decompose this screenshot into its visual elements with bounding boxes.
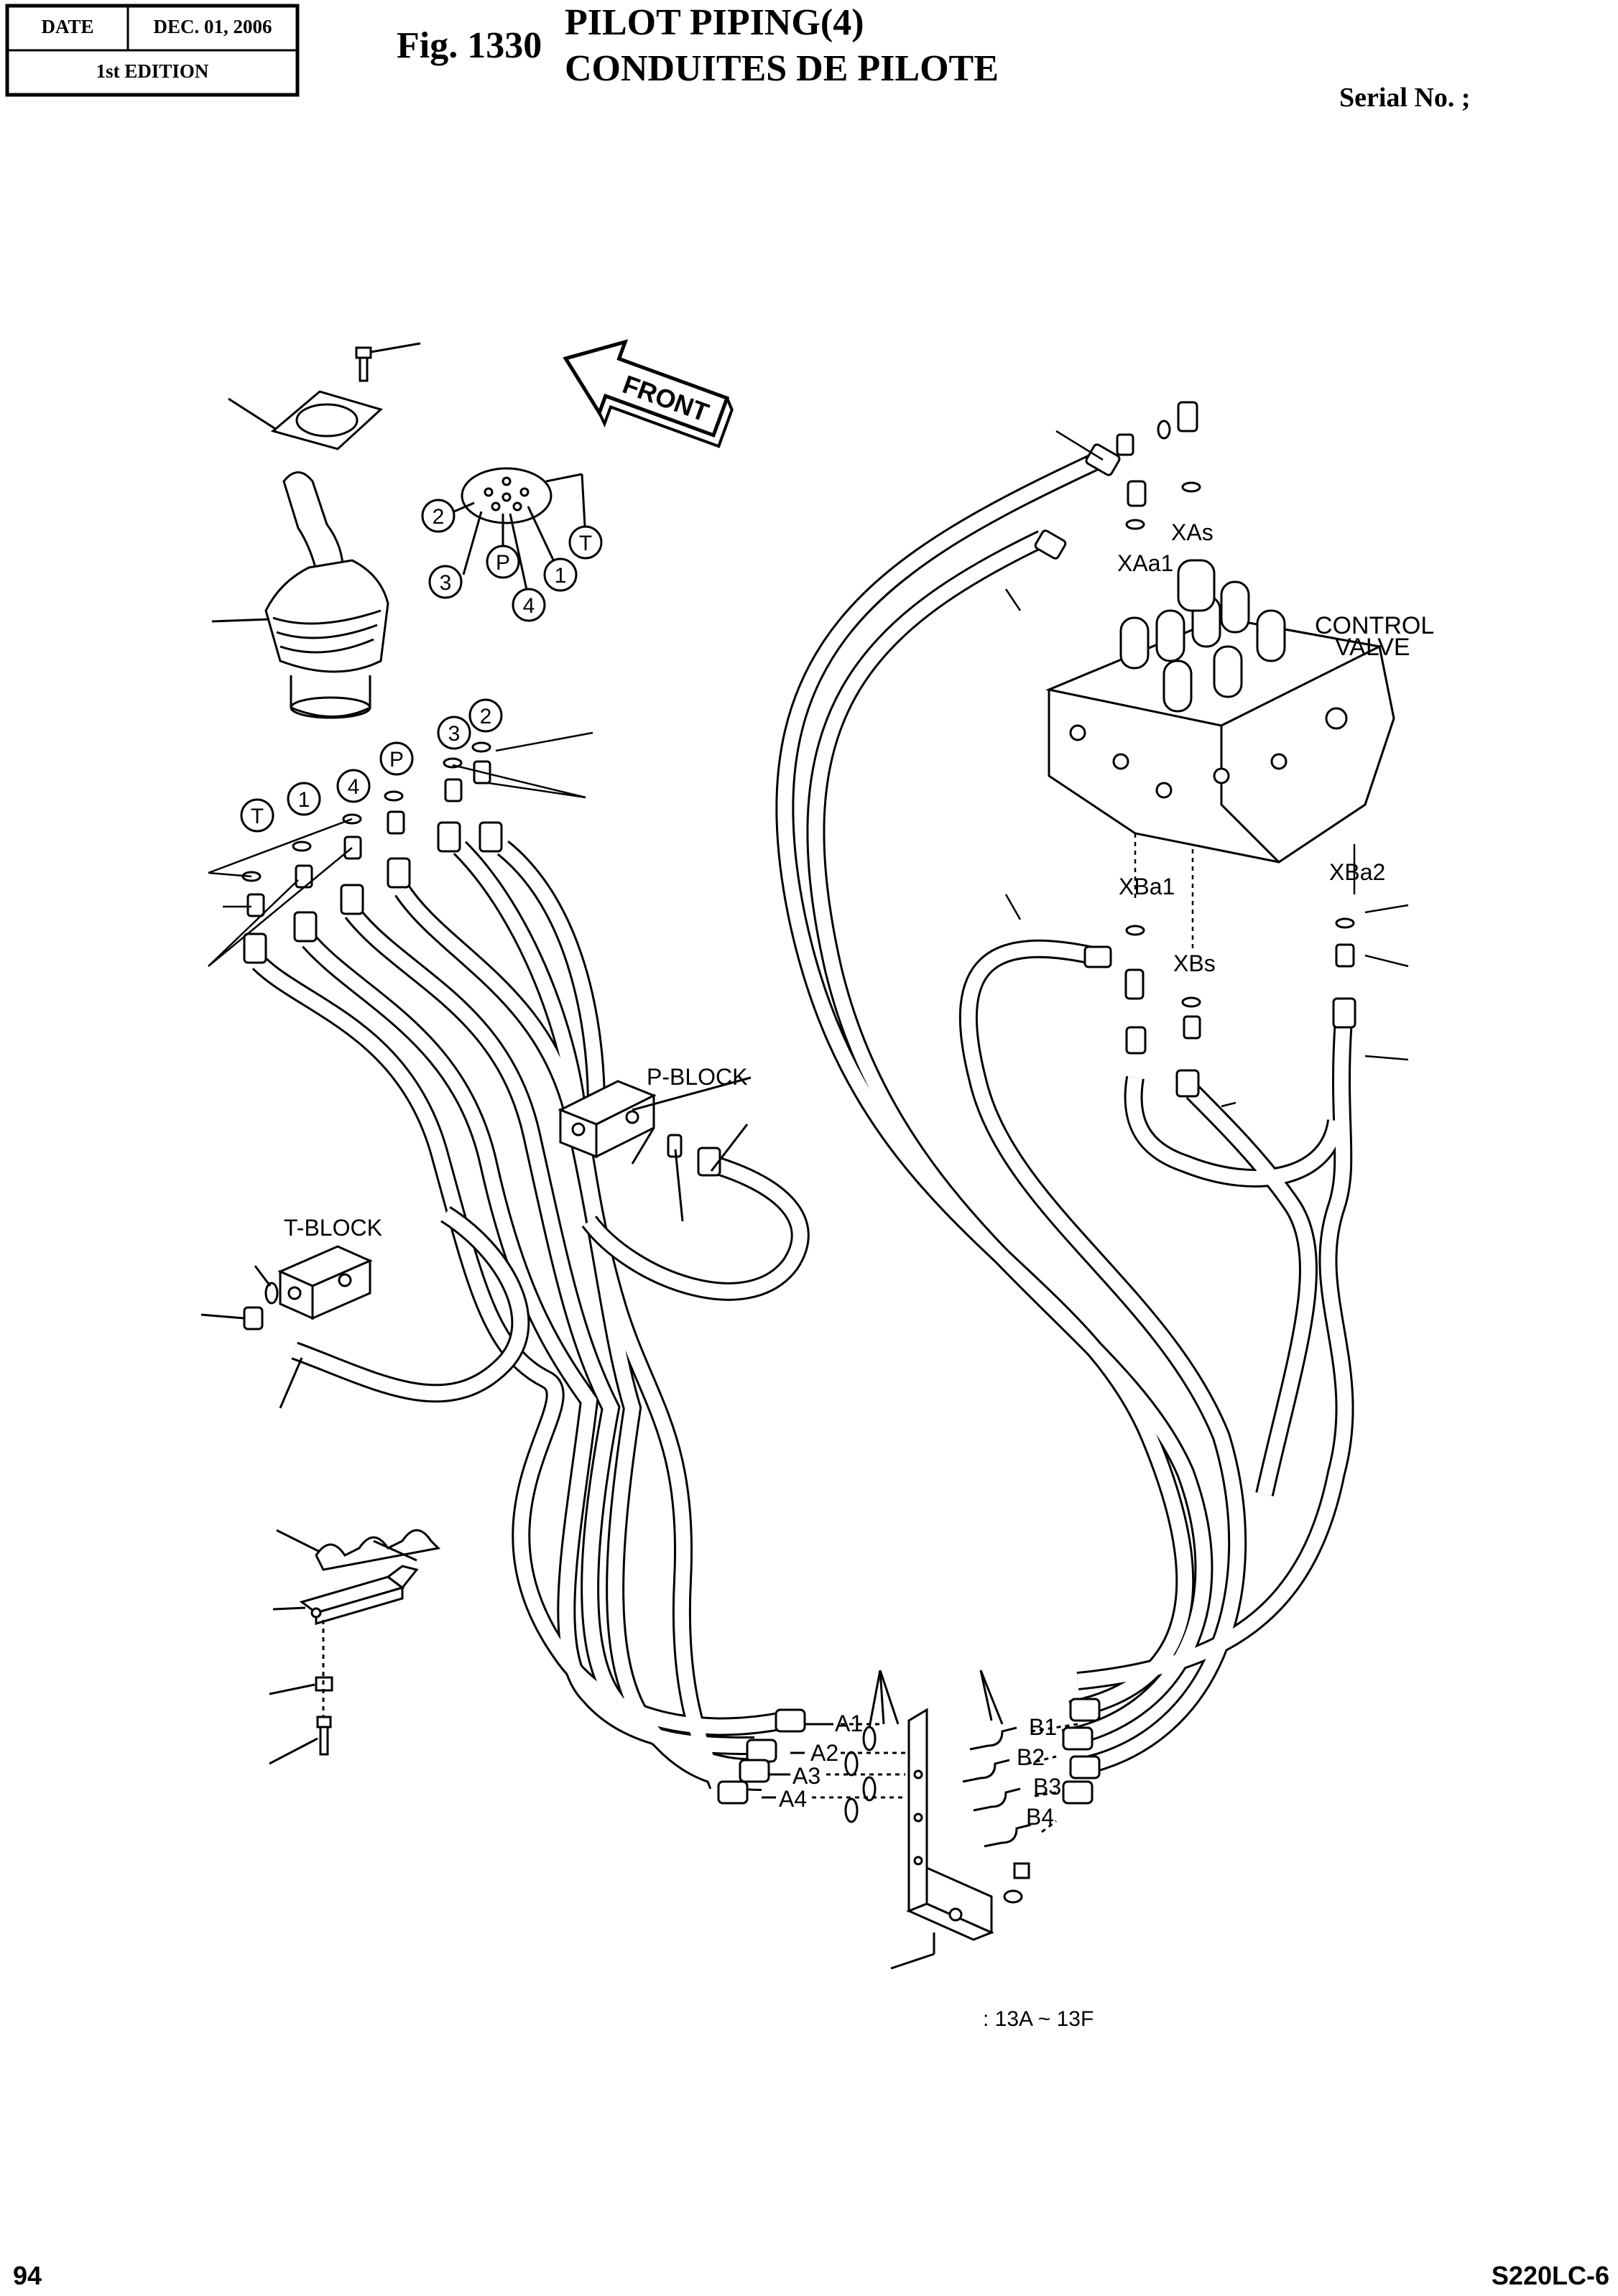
p-block-label: P-BLOCK bbox=[647, 1064, 747, 1090]
t-block bbox=[200, 1245, 373, 1409]
port-a2: A2 bbox=[810, 1740, 838, 1766]
port-label-2: 2 bbox=[433, 505, 445, 529]
port-a3: A3 bbox=[792, 1763, 820, 1789]
page-number: 94 bbox=[13, 2261, 42, 2290]
header-date-box: DATE DEC. 01, 2006 1st EDITION bbox=[5, 4, 300, 97]
title-french: CONDUITES DE PILOTE bbox=[565, 48, 999, 89]
port-a4: A4 bbox=[779, 1786, 807, 1812]
model-number: S220LC-6 bbox=[1492, 2261, 1609, 2290]
port-b4: B4 bbox=[1026, 1804, 1054, 1830]
joystick-assembly bbox=[211, 342, 421, 719]
figure-number: Fig. 1330 bbox=[397, 25, 542, 66]
t-block-label: T-BLOCK bbox=[284, 1215, 382, 1241]
title-english: PILOT PIPING(4) bbox=[565, 2, 864, 43]
serial-label: Serial No. ; bbox=[1339, 83, 1471, 113]
hose-label-p: P bbox=[389, 748, 404, 772]
series-note: : 13A ~ 13F bbox=[983, 2007, 1094, 2031]
hose-label-1: 1 bbox=[298, 788, 310, 812]
hose-label-2: 2 bbox=[480, 705, 492, 728]
port-b1: B1 bbox=[1029, 1714, 1057, 1740]
front-direction-arrow: FRONT bbox=[563, 339, 734, 448]
port-bracket bbox=[717, 1670, 1101, 1970]
port-xaa1: XAa1 bbox=[1117, 550, 1173, 576]
p-block bbox=[558, 1076, 752, 1222]
port-xbs: XBs bbox=[1173, 950, 1216, 976]
hose-label-t: T bbox=[251, 805, 264, 828]
port-label-t: T bbox=[579, 532, 592, 555]
left-leader-lines bbox=[208, 731, 593, 967]
port-a1: A1 bbox=[835, 1711, 863, 1736]
port-xba2: XBa2 bbox=[1329, 859, 1385, 885]
control-valve bbox=[1045, 559, 1395, 864]
hose-label-4: 4 bbox=[348, 775, 360, 799]
port-xba1: XBa1 bbox=[1119, 874, 1175, 899]
port-label-4: 4 bbox=[523, 594, 535, 618]
port-xas: XAs bbox=[1171, 519, 1214, 545]
date-value: DEC. 01, 2006 bbox=[153, 16, 272, 37]
left-hose-bundle bbox=[251, 840, 810, 1791]
edition-label: 1st EDITION bbox=[96, 60, 209, 82]
control-valve-label-1: CONTROL bbox=[1315, 612, 1434, 639]
port-labels-mid: T 1 4 P 3 2 bbox=[240, 698, 503, 833]
hose-label-3: 3 bbox=[448, 722, 461, 746]
control-valve-label-2: VALVE bbox=[1335, 634, 1410, 661]
port-b2: B2 bbox=[1017, 1744, 1045, 1770]
port-labels-top: 2 3 P 4 1 T bbox=[421, 499, 603, 622]
port-label-p: P bbox=[496, 551, 510, 575]
right-fittings bbox=[1004, 401, 1409, 1108]
hose-clamp-assembly bbox=[269, 1529, 441, 1765]
date-label: DATE bbox=[41, 16, 93, 37]
port-label-1: 1 bbox=[555, 564, 567, 588]
right-hose-bundle bbox=[775, 451, 1354, 1777]
port-label-3: 3 bbox=[440, 571, 452, 595]
port-b3: B3 bbox=[1033, 1774, 1061, 1800]
ab-port-labels: A1 A2 A3 A4 B1 B2 B3 B4 bbox=[779, 1711, 1061, 1830]
